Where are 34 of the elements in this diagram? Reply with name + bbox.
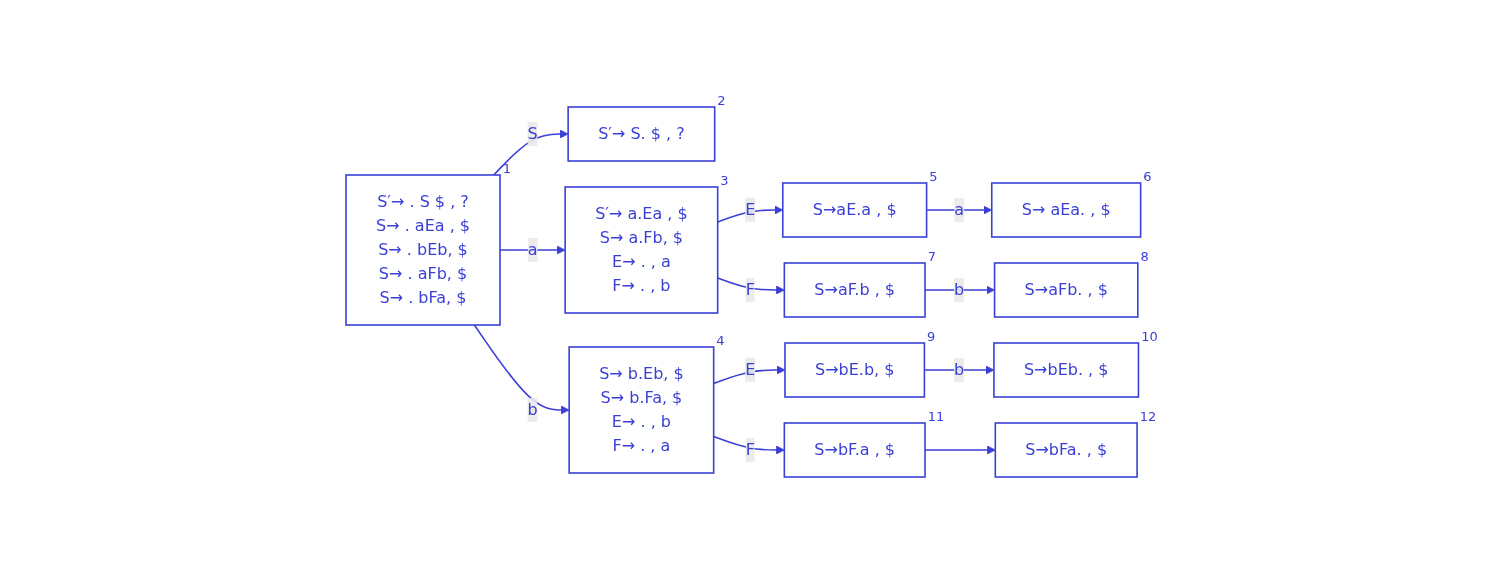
state-number: 5 xyxy=(929,168,938,184)
edge-label: b xyxy=(953,279,964,299)
edge-label: b xyxy=(953,359,964,379)
state-number: 8 xyxy=(1140,248,1149,264)
node-box: S→bF.a , $ xyxy=(783,421,926,478)
node-box: S→aE.a , $ xyxy=(781,181,928,238)
node-box: S→bE.b, $ xyxy=(783,341,925,398)
state-number: 11 xyxy=(927,408,945,424)
node-box: S→ aEa. , $ xyxy=(990,181,1142,238)
state-number: 4 xyxy=(716,332,725,348)
state-number: 3 xyxy=(720,172,729,188)
edge-label: a xyxy=(953,199,964,219)
edge-label: S xyxy=(527,123,538,143)
state-number: 6 xyxy=(1143,168,1152,184)
state-number: 9 xyxy=(927,328,936,344)
state-number: 7 xyxy=(927,248,936,264)
edge-label: E xyxy=(744,199,755,219)
node-box: S′→ . S $ , ? S→ . aEa , $ S→ . bEb, $ S→ . aFb, $ S→ . bFa, $ xyxy=(344,173,501,326)
node-box: S→ b.Eb, $ S→ b.Fa, $ E→ . , b F→ . , a xyxy=(568,345,715,474)
node-box: S′→ S. $ , ? xyxy=(567,105,716,162)
edge-label: a xyxy=(527,239,538,259)
node-box: S→aFb. , $ xyxy=(993,261,1139,318)
edge-label: F xyxy=(745,279,755,299)
edge-label: F xyxy=(745,439,755,459)
edge-label: E xyxy=(744,359,755,379)
state-number: 12 xyxy=(1139,408,1157,424)
edge-label: b xyxy=(527,399,538,419)
node-box: S→aF.b , $ xyxy=(783,261,926,318)
node-box: S→bFa. , $ xyxy=(994,421,1138,478)
state-number: 10 xyxy=(1141,328,1158,344)
state-number: 2 xyxy=(717,92,726,108)
node-box: S→bEb. , $ xyxy=(992,341,1139,398)
state-number: 1 xyxy=(502,160,511,176)
node-box: S′→ a.Ea , $ S→ a.Fb, $ E→ . , a F→ . , b xyxy=(564,185,719,314)
